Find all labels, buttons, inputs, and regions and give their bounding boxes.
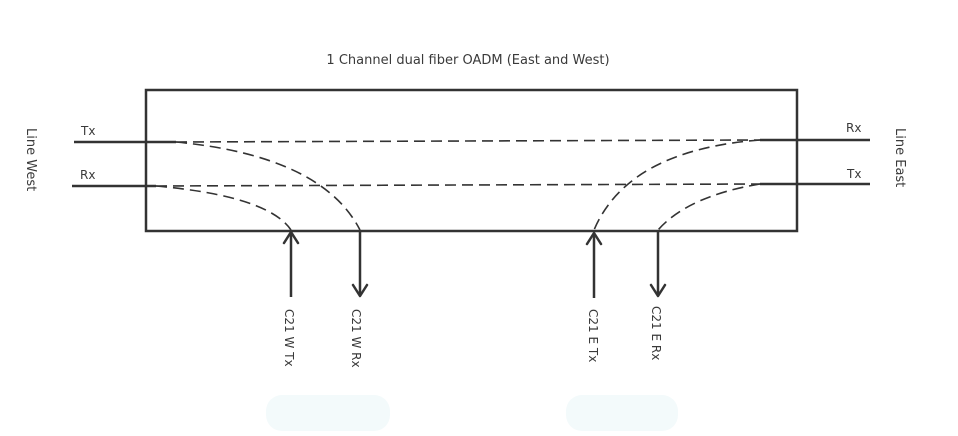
express-path-tx [175, 139, 761, 143]
w-tx-arrow-head [282, 230, 300, 245]
port-label-w-rx: C21 W Rx [349, 309, 363, 368]
west-drop-curve [175, 141, 361, 231]
west-rx-label: Rx [80, 168, 95, 182]
e-tx-arrow-head [585, 231, 603, 246]
east-add-curve [657, 183, 761, 231]
east-drop-curve [593, 139, 761, 231]
port-label-e-tx: C21 E Tx [586, 309, 600, 362]
west-tx-label: Tx [80, 124, 95, 138]
west-add-curve [155, 185, 292, 231]
e-rx-arrow-head [649, 283, 667, 298]
oadm-box [144, 88, 799, 233]
diagram-title: 1 Channel dual fiber OADM (East and West… [326, 53, 609, 68]
east-line-label: Line East [892, 128, 907, 187]
east-rx-label: Rx [846, 121, 861, 135]
west-line-label: Line West [23, 128, 38, 191]
port-label-e-rx: C21 E Rx [649, 306, 663, 360]
port-label-w-tx: C21 W Tx [282, 309, 296, 367]
w-rx-arrow-head [351, 283, 369, 298]
ghost-shape-right [566, 395, 678, 431]
east-tx-label: Tx [846, 167, 861, 181]
ghost-shape-left [266, 395, 390, 431]
express-path-rx [155, 183, 761, 187]
